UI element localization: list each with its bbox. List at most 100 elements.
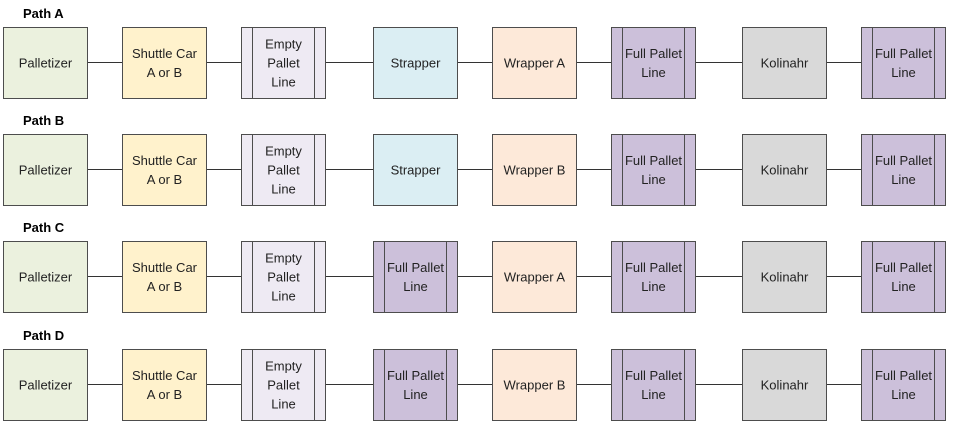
node-box <box>122 27 207 99</box>
node-box <box>373 134 458 206</box>
node-label: Shuttle Car <box>132 260 198 275</box>
node-label: Full Pallet <box>387 260 444 275</box>
path-title: Path B <box>23 113 64 128</box>
node-wrapper-b: Wrapper B <box>492 349 577 421</box>
node-box <box>122 134 207 206</box>
node-box <box>373 241 458 313</box>
node-label: Wrapper B <box>504 378 566 393</box>
node-box <box>373 349 458 421</box>
node-box <box>241 27 326 99</box>
node-label: Palletizer <box>19 163 73 178</box>
node-label: Line <box>891 387 916 402</box>
node-label: Palletizer <box>19 56 73 71</box>
path-title: Path A <box>23 6 64 21</box>
path-title: Path C <box>23 220 65 235</box>
node-label: Empty <box>265 251 302 266</box>
node-label: Full Pallet <box>875 260 932 275</box>
node-kolinahr: Kolinahr <box>742 134 827 206</box>
path-row-path-b: Path B Palletizer Shuttle Car A or B EmptyPa… <box>3 113 946 206</box>
node-strapper: Strapper <box>373 134 458 206</box>
node-box <box>122 349 207 421</box>
node-label: Palletizer <box>19 378 73 393</box>
node-box <box>241 349 326 421</box>
node-label: Shuttle Car <box>132 46 198 61</box>
node-label: Line <box>891 172 916 187</box>
node-kolinahr: Kolinahr <box>742 27 827 99</box>
node-label: Line <box>403 387 428 402</box>
node-palletizer: Palletizer <box>3 27 88 99</box>
node-box <box>492 241 577 313</box>
node-box <box>3 134 88 206</box>
node-label: Kolinahr <box>761 270 809 285</box>
node-label: Kolinahr <box>761 56 809 71</box>
path-title: Path D <box>23 328 64 343</box>
node-label: Wrapper A <box>504 56 566 71</box>
node-label: Strapper <box>391 163 442 178</box>
node-kolinahr: Kolinahr <box>742 349 827 421</box>
node-label: Full Pallet <box>625 368 682 383</box>
node-label: Strapper <box>391 56 442 71</box>
node-wrapper-b: Wrapper B <box>492 134 577 206</box>
node-label: Line <box>403 279 428 294</box>
node-label: Wrapper A <box>504 270 566 285</box>
node-label: Line <box>641 279 666 294</box>
node-palletizer: Palletizer <box>3 349 88 421</box>
node-box <box>742 134 827 206</box>
node-label: Empty <box>265 144 302 159</box>
node-label: Pallet <box>267 270 300 285</box>
node-label: Line <box>271 182 296 197</box>
node-label: A or B <box>147 387 182 402</box>
node-label: Pallet <box>267 56 300 71</box>
node-box <box>492 27 577 99</box>
node-box <box>611 134 696 206</box>
node-label: Full Pallet <box>387 368 444 383</box>
node-shuttle-car-a-or-b: Shuttle Car A or B <box>122 241 207 313</box>
node-label: Shuttle Car <box>132 153 198 168</box>
node-label: Full Pallet <box>625 153 682 168</box>
node-label: A or B <box>147 172 182 187</box>
node-label: Line <box>271 289 296 304</box>
node-label: Pallet <box>267 163 300 178</box>
node-label: Full Pallet <box>875 46 932 61</box>
node-box <box>742 241 827 313</box>
node-box <box>492 134 577 206</box>
node-label: Line <box>641 172 666 187</box>
node-palletizer: Palletizer <box>3 134 88 206</box>
node-box <box>241 134 326 206</box>
path-row-path-a: Path A Palletizer Shuttle Car A or B EmptyPa… <box>3 6 946 99</box>
node-box <box>373 27 458 99</box>
node-label: Palletizer <box>19 270 73 285</box>
node-label: Wrapper B <box>504 163 566 178</box>
node-label: Full Pallet <box>875 153 932 168</box>
node-box <box>742 349 827 421</box>
node-label: Kolinahr <box>761 163 809 178</box>
node-shuttle-car-a-or-b: Shuttle Car A or B <box>122 134 207 206</box>
node-box <box>861 349 946 421</box>
node-label: Pallet <box>267 378 300 393</box>
node-label: Line <box>891 65 916 80</box>
node-label: Line <box>891 279 916 294</box>
node-label: Full Pallet <box>625 46 682 61</box>
node-wrapper-a: Wrapper A <box>492 241 577 313</box>
node-box <box>861 134 946 206</box>
node-label: Empty <box>265 37 302 52</box>
node-label: Line <box>271 75 296 90</box>
node-label: Line <box>641 387 666 402</box>
node-box <box>611 349 696 421</box>
node-label: A or B <box>147 65 182 80</box>
node-label: Line <box>271 397 296 412</box>
node-label: A or B <box>147 279 182 294</box>
